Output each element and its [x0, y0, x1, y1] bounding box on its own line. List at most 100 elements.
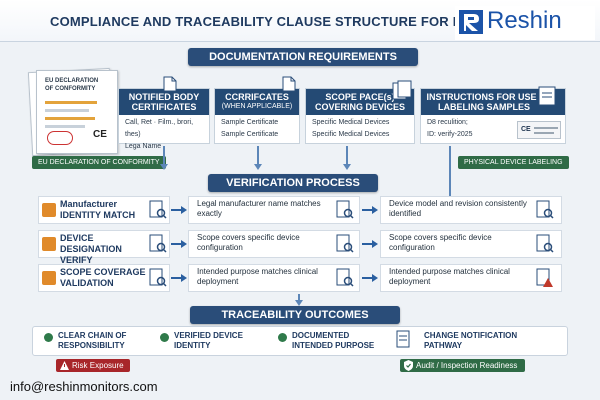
verify-result-box — [380, 230, 562, 258]
verify-check-text: Legal manufacturer name matches exactly — [197, 199, 321, 218]
verify-check-text: Intended purpose matches clinical deploy… — [197, 267, 318, 286]
arrow-right — [171, 277, 181, 279]
document-search-icon — [336, 268, 354, 287]
card-title-text: CCRRIFCATES — [225, 92, 289, 102]
card-body: Specific Medical Devices Specific Medica… — [312, 117, 389, 141]
document-stack-icon — [392, 80, 412, 100]
doc-line — [45, 117, 95, 120]
verify-result-box — [380, 196, 562, 224]
traceability-panel — [32, 326, 568, 356]
card-body: Call, Ret · Film., brori, thes) Lega Nam… — [125, 117, 209, 153]
card-title: CCRRIFCATES (WHEN APPLICABLE) — [215, 89, 299, 115]
folder-icon — [42, 203, 56, 217]
card-line: D8 reculition; — [427, 119, 468, 126]
card-body: Sample Certificate Sample Certificate — [221, 117, 278, 141]
card-line: Specific Medical Devices — [312, 119, 390, 126]
physical-labeling-label: PHYSICAL DEVICE LABELING — [458, 156, 569, 169]
shield-check-icon — [404, 360, 413, 371]
arrow-down — [163, 146, 165, 164]
check-icon — [44, 333, 53, 342]
warning-icon — [60, 361, 69, 370]
label-icon — [538, 86, 556, 106]
card-title: NOTIFIED BODY CERTIFICATES — [119, 89, 209, 115]
doc-line — [45, 101, 97, 104]
contact-email[interactable]: info@reshinmonitors.com — [10, 379, 158, 394]
arrow-right — [362, 277, 372, 279]
verify-label: Manufacturer IDENTITY MATCH — [60, 199, 136, 220]
arrow-head — [160, 164, 168, 170]
folder-icon — [42, 237, 56, 251]
verify-result-text: Intended purpose matches clinical deploy… — [389, 267, 510, 286]
stamp-icon — [47, 131, 73, 145]
traceability-banner: TRACEABILITY OUTCOMES — [190, 306, 400, 324]
eu-declaration-label: EU DECLARATION OF CONFORMITY — [32, 156, 166, 169]
card-subtitle: (WHEN APPLICABLE) — [221, 103, 293, 110]
document-search-icon — [149, 234, 167, 253]
card-certificates: CCRRIFCATES (WHEN APPLICABLE) Sample Cer… — [214, 88, 300, 144]
card-line: Sample Certificate — [221, 131, 279, 138]
arrow-down — [257, 146, 259, 164]
eu-doc-title: EU DECLARATION OF CONFORMITY — [45, 78, 99, 92]
arrow-down — [346, 146, 348, 164]
arrow-connector — [449, 146, 451, 202]
arrow-right — [362, 243, 372, 245]
card-line: Sample Certificate — [221, 119, 279, 126]
document-icon — [163, 76, 177, 92]
doc-line — [45, 125, 85, 128]
arrow-right — [362, 209, 372, 211]
page-title: COMPLIANCE AND TRACEABILITY CLAUSE STRUC… — [50, 14, 506, 29]
arrow-head — [181, 240, 187, 248]
arrow-head — [343, 164, 351, 170]
outcome-item: VERIFIED DEVICE IDENTITY — [174, 331, 243, 350]
verify-label-box — [38, 264, 170, 292]
arrow-head — [181, 274, 187, 282]
reshin-logo-icon — [459, 10, 483, 34]
label-line — [534, 132, 554, 134]
outcome-item: CLEAR CHAIN OF RESPONSIBILITY — [58, 331, 127, 350]
check-icon — [278, 333, 287, 342]
document-search-icon — [536, 200, 554, 219]
verify-label: SCOPE COVERAGE VALIDATION — [60, 267, 146, 288]
verify-result-text: Device model and revision consistently i… — [389, 199, 527, 218]
arrow-head — [295, 300, 303, 306]
arrow-head — [372, 274, 378, 282]
ce-mark: CE — [93, 129, 107, 140]
eu-declaration-doc: EU DECLARATION OF CONFORMITY CE — [36, 70, 118, 154]
verification-process-banner: VERIFICATION PROCESS — [208, 174, 378, 192]
verify-check-box — [188, 264, 360, 292]
check-icon — [160, 333, 169, 342]
verify-check-box — [188, 196, 360, 224]
document-icon — [282, 76, 296, 92]
label-sample: CE — [517, 121, 561, 139]
arrow-head — [254, 164, 262, 170]
verify-check-text: Scope covers specific device configurati… — [197, 233, 300, 252]
card-line: Specific Medical Devices — [312, 131, 390, 138]
brand-name: Reshin — [487, 7, 562, 34]
verify-label: DEVICE DESIGNATION VERIFY — [60, 233, 122, 265]
arrow-down — [298, 294, 300, 300]
arrow-head — [181, 206, 187, 214]
notification-document-icon — [396, 330, 410, 348]
verify-check-box — [188, 230, 360, 258]
audit-readiness-badge: Audit / Inspection Readiness — [400, 359, 526, 372]
label-line — [534, 127, 558, 129]
document-search-icon — [149, 200, 167, 219]
folder-icon — [42, 271, 56, 285]
card-notified-body: NOTIFIED BODY CERTIFICATES Call, Ret · F… — [118, 88, 210, 150]
card-body: D8 reculition; ID: verify-2025 — [427, 117, 473, 141]
arrow-head — [372, 240, 378, 248]
verify-result-box — [380, 264, 562, 292]
doc-line — [45, 109, 89, 112]
risk-exposure-badge: Risk Exposure — [56, 359, 130, 372]
verify-result-text: Scope covers specific device configurati… — [389, 233, 492, 252]
arrow-right — [171, 209, 181, 211]
outcome-item: DOCUMENTED INTENDED PURPOSE — [292, 331, 375, 350]
document-search-icon — [149, 268, 167, 287]
card-line: Lega Name — [125, 143, 162, 150]
document-search-icon — [536, 234, 554, 253]
brand-logo: Reshin — [455, 6, 595, 40]
card-line: ID: verify-2025 — [427, 131, 473, 138]
doc-requirements-banner: DOCUMENTATION REQUIREMENTS — [188, 48, 418, 66]
arrow-head — [372, 206, 378, 214]
arrow-right — [171, 243, 181, 245]
